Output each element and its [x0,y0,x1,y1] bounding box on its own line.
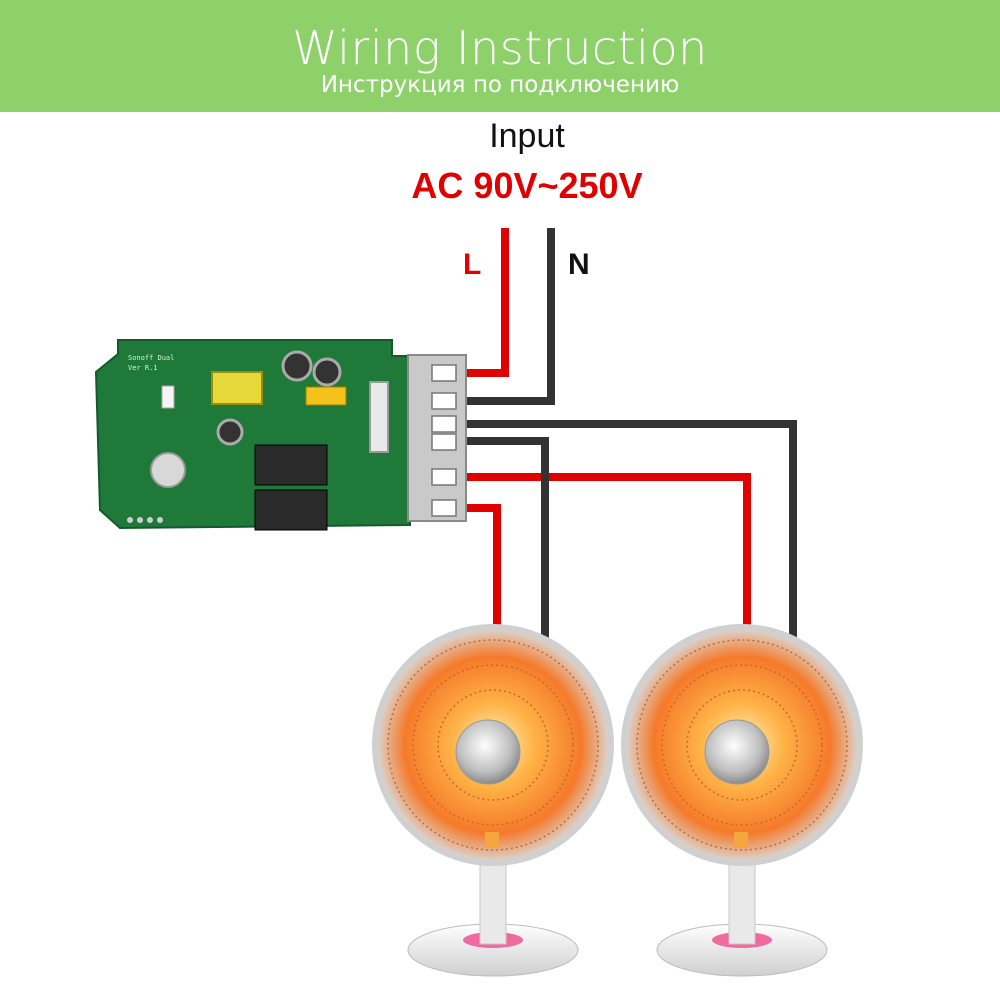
heater-1-stand [479,861,507,945]
x-capacitor [305,386,347,406]
banner-title: Wiring Instruction [292,21,708,75]
neutral-to-heater-1 [460,437,549,645]
header-pins [127,517,163,523]
relay-module: Sonoff Dual Ver R.1 [94,339,467,531]
neutral-input-wire [460,228,555,405]
neutral-wire-label: N [568,248,590,281]
heater-2 [621,624,863,977]
neutral-to-heater-2 [460,420,797,645]
relay-2 [254,489,328,531]
live-to-heater-1 [460,504,501,638]
live-wires [460,228,751,638]
title-banner: Wiring Instruction Инструкция по подключ… [0,0,1000,112]
banner-subtitle: Инструкция по подключению [320,72,680,98]
capacitor-3 [216,418,244,446]
board-text-2: Ver R.1 [128,364,158,372]
heater-1-knob [455,719,521,785]
pcb-button [150,452,186,488]
capacitor-1 [281,350,313,382]
relay-1 [254,444,328,486]
heater-2-stand [728,861,756,945]
neutral-wires [460,228,797,645]
capacitor-2 [312,357,342,387]
led [161,385,175,409]
board-text-1: Sonoff Dual [128,354,174,362]
heater-1 [372,624,614,977]
terminal-screws [431,364,457,517]
heater-2-knob [704,719,770,785]
fuse [369,381,389,453]
live-to-heater-2 [460,473,751,638]
live-wire-label: L [463,248,482,281]
live-input-wire [460,228,509,377]
input-label: Input [489,117,565,155]
voltage-label: AC 90V~250V [411,165,643,206]
transformer [211,371,263,405]
